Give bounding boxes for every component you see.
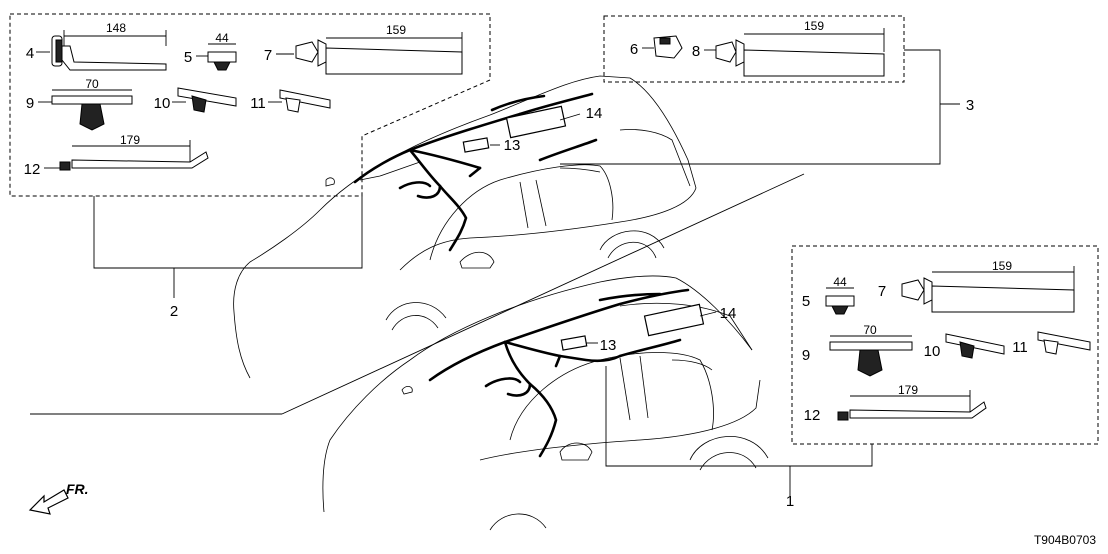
part-code: T904B0703 — [1034, 533, 1096, 547]
upper-right-detail-box — [603, 15, 905, 83]
lower-clip-11-part — [1037, 331, 1091, 355]
callout-5: 5 — [184, 49, 192, 66]
clip-8-part — [715, 28, 885, 77]
lower-clip-9-part — [829, 335, 913, 377]
lower-callout-12: 12 — [804, 407, 821, 424]
callout-7: 7 — [264, 47, 272, 64]
lower-dim-44: 44 — [833, 275, 847, 289]
clip-5-part — [207, 43, 237, 71]
lower-callout-14: 14 — [720, 305, 737, 322]
dim-179: 179 — [120, 133, 140, 147]
callout-1: 1 — [786, 493, 794, 510]
clip-12-part — [59, 140, 209, 171]
callout-12: 12 — [24, 161, 41, 178]
callout-3: 3 — [966, 97, 974, 114]
lower-dim-70: 70 — [863, 323, 877, 337]
lower-vehicle-outline — [322, 275, 769, 531]
leader-1 — [605, 366, 873, 467]
lower-roof-harness — [428, 288, 705, 458]
dim-70: 70 — [85, 77, 99, 91]
lower-dim-159: 159 — [992, 259, 1012, 273]
lower-callout-13: 13 — [600, 337, 617, 354]
dim-159-b: 159 — [804, 19, 824, 33]
upper-vehicle-outline — [233, 75, 697, 379]
front-direction-arrow-icon — [28, 489, 69, 515]
lower-clip-12-part — [837, 390, 987, 421]
lower-clip-5-part — [825, 287, 855, 315]
clip-9-part — [51, 89, 133, 131]
dim-148: 148 — [106, 21, 126, 35]
callout-4: 4 — [26, 45, 34, 62]
clip-11-part — [279, 89, 331, 113]
lower-callout-7: 7 — [878, 283, 886, 300]
upper-roof-harness — [353, 92, 598, 252]
fr-label: FR. — [66, 481, 89, 497]
lower-callout-9: 9 — [802, 347, 810, 364]
lower-dim-179: 179 — [898, 383, 918, 397]
callout-11: 11 — [250, 95, 266, 112]
lower-clip-7-part — [901, 266, 1075, 313]
lower-callout-10: 10 — [924, 343, 941, 360]
lower-clip-10-part — [945, 333, 1005, 359]
callout-2: 2 — [170, 303, 178, 320]
leader-3 — [560, 49, 941, 165]
lower-callout-5: 5 — [802, 293, 810, 310]
clip-6-part — [653, 35, 683, 59]
callout-6: 6 — [630, 41, 638, 58]
upper-left-detail-box — [9, 13, 491, 197]
callout-13: 13 — [504, 137, 521, 154]
leader-2 — [93, 196, 363, 269]
callout-8: 8 — [692, 43, 700, 60]
callout-14: 14 — [586, 105, 603, 122]
clip-4-part — [51, 30, 167, 71]
lower-callout-11: 11 — [1012, 339, 1028, 356]
dim-159: 159 — [386, 23, 406, 37]
callout-9: 9 — [26, 95, 34, 112]
clip-7-part — [295, 32, 463, 75]
clip-10-part — [177, 87, 237, 113]
dim-44: 44 — [215, 31, 229, 45]
callout-10: 10 — [154, 95, 171, 112]
